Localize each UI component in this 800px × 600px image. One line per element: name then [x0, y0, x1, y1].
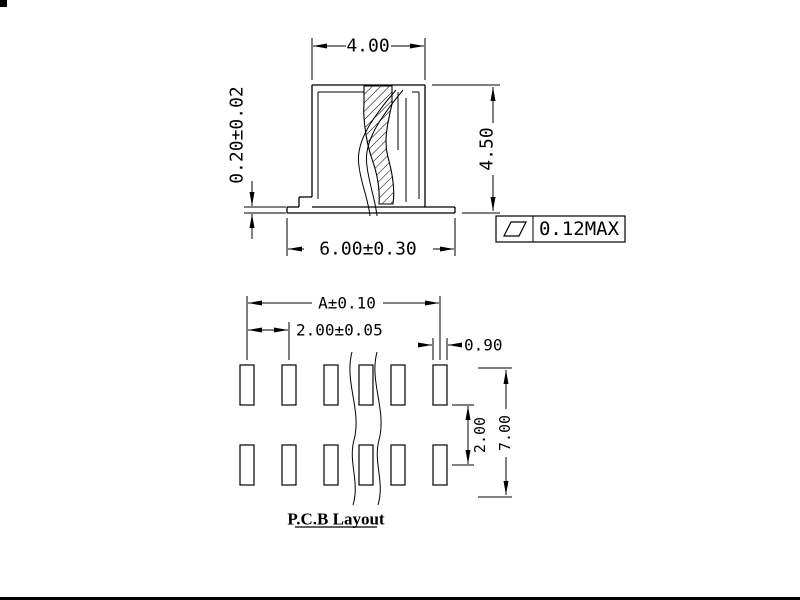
- callout-frame: [495, 215, 626, 243]
- pcb-pad: [432, 364, 448, 406]
- dim-width-top: 4.00: [311, 36, 426, 80]
- break-line: [374, 351, 382, 506]
- pcb-pad: [390, 364, 406, 406]
- dim-overall-a-label: A±0.10: [318, 294, 376, 313]
- dim-width-bottom-label: 6.00±0.30: [319, 239, 417, 260]
- dim-width-top-label: 4.00: [346, 36, 389, 57]
- component-side-view: [286, 84, 456, 217]
- dim-height-right: 4.50: [432, 84, 500, 214]
- flatness-value: 0.12MAX: [539, 218, 620, 240]
- pcb-pad: [239, 364, 255, 406]
- pcb-pad: [281, 444, 297, 486]
- pcb-pad: [281, 364, 297, 406]
- pcb-pad: [358, 364, 374, 406]
- dim-pad-width: 0.90: [418, 336, 503, 360]
- break-line: [349, 351, 357, 506]
- dim-row-spacing: 2.00: [452, 404, 489, 466]
- pcb-pad: [432, 444, 448, 486]
- dim-pitch: 2.00±0.05: [248, 321, 383, 360]
- spring-wire-curve: [365, 89, 404, 217]
- spring-wire-curve: [357, 89, 397, 217]
- hatched-spring-section: [363, 85, 395, 205]
- parallelogram-flatness-icon: [503, 221, 527, 237]
- pcb-caption: P.C.B Layout: [287, 510, 384, 529]
- pcb-pad: [358, 444, 374, 486]
- bottom-edge-bar: [0, 597, 800, 600]
- dim-row-spacing-label: 2.00: [471, 417, 489, 453]
- dim-lead-thickness-label: 0.20±0.02: [227, 86, 248, 184]
- dim-height-right-label: 4.50: [477, 127, 498, 170]
- flatness-callout: 0.12MAX: [495, 215, 626, 243]
- dim-pitch-label: 2.00±0.05: [296, 321, 383, 340]
- dim-overall-a: A±0.10: [246, 294, 441, 360]
- corner-mark: [0, 0, 7, 7]
- pad-grid: [239, 364, 448, 486]
- dim-pad-width-label: 0.90: [464, 336, 503, 355]
- pcb-pad: [323, 364, 339, 406]
- dim-overall-height-label: 7.00: [496, 415, 514, 451]
- pcb-pad: [323, 444, 339, 486]
- dim-overall-height: 7.00: [478, 367, 514, 498]
- pcb-pad: [390, 444, 406, 486]
- dim-lead-thickness: 0.20±0.02: [227, 86, 286, 239]
- pcb-pad: [239, 444, 255, 486]
- pcb-layout-view: A±0.10 2.00±0.05 0.90 2.00: [239, 294, 514, 529]
- dim-width-bottom: 6.00±0.30: [286, 218, 456, 260]
